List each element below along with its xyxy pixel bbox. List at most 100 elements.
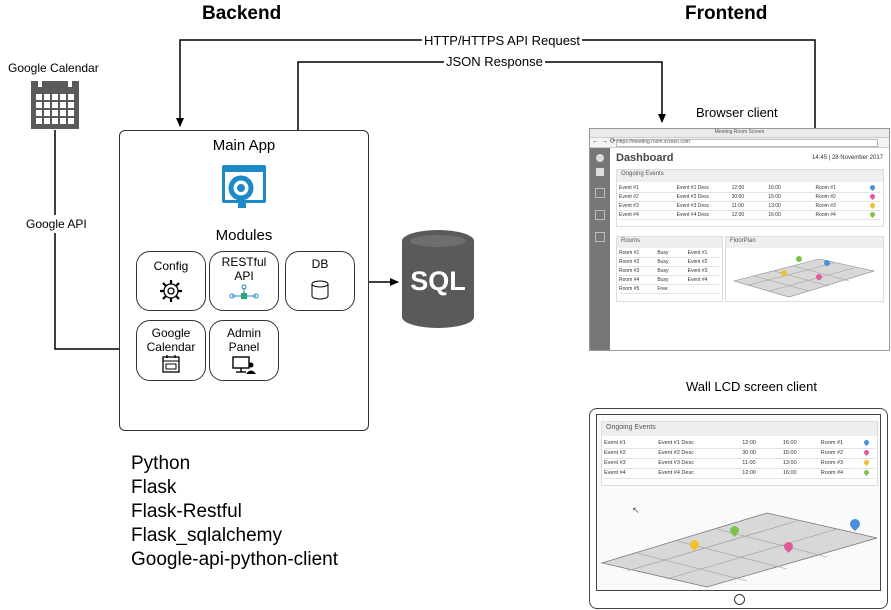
- sidebar-dashboard-icon: [596, 168, 604, 176]
- floorplan-panel: FloorPlan: [725, 236, 884, 302]
- table-row: Event #3 Event #3 Desc 11:00 13:00 Room #3: [604, 458, 875, 469]
- table-cell: 12:00: [742, 470, 756, 476]
- sql-label: SQL: [410, 266, 466, 296]
- table-cell: 13:00: [782, 460, 797, 466]
- table-cell: 13:00: [768, 203, 781, 209]
- table-cell: Room #5: [619, 286, 640, 292]
- gear-icon: [160, 280, 182, 302]
- google-calendar-module: Google Calendar: [136, 320, 206, 381]
- table-cell: Room #3: [815, 203, 836, 209]
- table-cell: 11:00: [731, 203, 744, 209]
- sql-database-icon: [402, 230, 474, 328]
- db-module: DB: [285, 251, 355, 311]
- wall-ongoing-title: Ongoing Events: [602, 422, 877, 436]
- table-cell: Event #2 Desc: [676, 194, 710, 200]
- table-cell: 30:00: [731, 194, 745, 200]
- admin-monitor-icon: [232, 356, 256, 374]
- table-row: Event #1 Event #1 Desc 12:00 16:00 Room #1: [619, 183, 881, 193]
- wall-lcd-screen: Ongoing Events Event #1 Event #1 Desc 12:0…: [596, 414, 881, 591]
- rooms-title: Rooms: [617, 237, 722, 248]
- nav-arrows-icon: ← → ⟳: [592, 138, 616, 145]
- table-cell: Event #1 Desc: [658, 440, 694, 446]
- main-app-title: Main App: [212, 137, 276, 154]
- table-cell: 12:00: [731, 185, 745, 191]
- table-cell: Event #4 Desc: [658, 470, 694, 476]
- response-arrow: [297, 61, 666, 130]
- table-cell: Event #1: [604, 440, 626, 446]
- calendar-icon: [31, 81, 79, 129]
- table-cell: 12:00: [742, 440, 756, 446]
- table-cell: Event #1 Desc: [676, 185, 710, 191]
- table-cell: Event #2: [687, 259, 708, 265]
- table-cell: Room #4: [815, 212, 836, 218]
- wall-lcd-device: Ongoing Events Event #1 Event #1 Desc 12:0…: [589, 408, 888, 609]
- restful-api-module: RESTful API: [209, 251, 279, 311]
- table-cell: 30:00: [742, 450, 756, 456]
- table-cell: Event #3: [604, 460, 626, 466]
- table-cell: Event #2: [604, 450, 626, 456]
- table-cell: 11:00: [742, 460, 756, 466]
- config-label: Config: [153, 259, 189, 273]
- table-cell: Room #2: [820, 450, 844, 456]
- db-label: DB: [311, 257, 329, 271]
- request-label: HTTP/HTTPS API Request: [422, 33, 583, 48]
- table-cell: Event #3: [619, 203, 639, 209]
- home-button[interactable]: [734, 594, 745, 605]
- table-cell: Room #3: [820, 460, 844, 466]
- frontend-heading: Frontend: [685, 3, 768, 24]
- location-pin-icon: [868, 183, 877, 192]
- stack-item: Flask_sqlalchemy: [131, 525, 282, 546]
- sidebar-screen-icon: [595, 232, 605, 242]
- wall-ongoing-panel: Ongoing Events Event #1 Event #1 Desc 12:0…: [601, 421, 878, 486]
- admin-panel-label: Admin Panel: [226, 326, 261, 354]
- google-api-label: Google API: [25, 215, 88, 233]
- app-icon: [222, 165, 266, 208]
- modules-title: Modules: [215, 227, 273, 244]
- table-cell: Busy: [657, 277, 669, 283]
- browser-client-label: Browser client: [696, 105, 778, 120]
- table-cell: Event #1: [687, 250, 708, 256]
- location-pin-icon: [862, 438, 871, 447]
- stack-item: Python: [131, 453, 191, 474]
- stack-item: Flask-Restful: [131, 501, 242, 522]
- google-api-arrow: [54, 130, 134, 353]
- table-cell: Room #1: [815, 185, 836, 191]
- dashboard-datetime: 14:45 | 28 November 2017: [812, 155, 883, 161]
- table-cell: Event #3 Desc: [658, 460, 694, 466]
- wall-client-label: Wall LCD screen client: [686, 379, 818, 394]
- restful-api-label: RESTful API: [221, 255, 267, 283]
- table-cell: 16:00: [782, 470, 797, 476]
- dashboard-title: Dashboard: [616, 152, 674, 164]
- stack-item: Google-api-python-client: [131, 549, 339, 570]
- location-pin-icon: [868, 210, 877, 219]
- table-cell: Event #3 Desc: [676, 203, 710, 209]
- location-pin-icon: [862, 468, 871, 477]
- google-calendar-label: Google Calendar: [8, 61, 99, 75]
- admin-panel-module: Admin Panel: [209, 320, 279, 381]
- calendar-small-icon: [162, 355, 180, 373]
- table-cell: Room #1: [820, 440, 844, 446]
- browser-window-title: Meeting Room Screen: [714, 129, 765, 135]
- table-cell: Room #2: [815, 194, 836, 200]
- table-cell: Event #2: [619, 194, 639, 200]
- table-cell: Free: [657, 286, 668, 292]
- backend-heading: Backend: [202, 3, 282, 24]
- config-module: Config: [136, 251, 206, 311]
- table-cell: 16:00: [768, 185, 781, 191]
- table-cell: Event #3: [687, 268, 708, 274]
- dashboard-sidebar: [590, 148, 610, 350]
- table-cell: Room #2: [619, 259, 640, 265]
- location-pin-icon: [868, 201, 877, 210]
- table-cell: Event #2 Desc: [658, 450, 694, 456]
- main-app-box: Main App Modules Config RESTful API: [119, 130, 369, 431]
- table-cell: Event #1: [619, 185, 639, 191]
- table-row: Event #3 Event #3 Desc 11:00 13:00 Room #3: [619, 201, 881, 211]
